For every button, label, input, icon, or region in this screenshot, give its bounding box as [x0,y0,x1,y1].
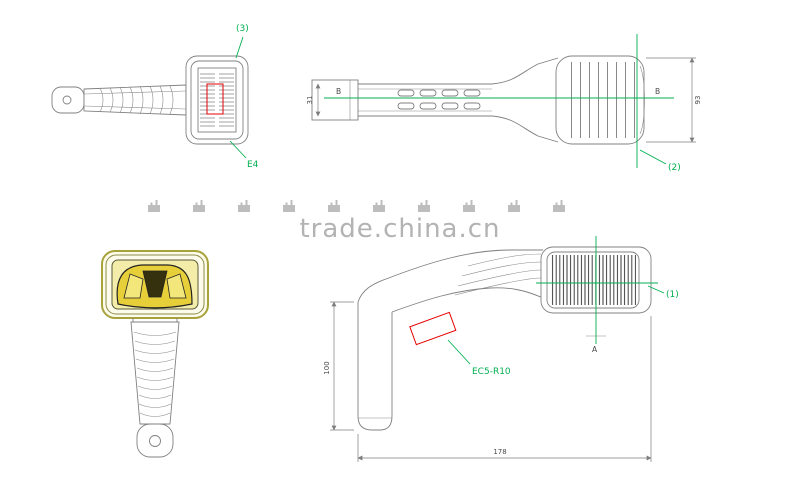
lens-hatch-right [219,72,234,128]
clamp-block [311,79,359,121]
watermark-icons [148,200,565,212]
handle-edge-lines [83,90,187,110]
watermark-building-icon [328,200,340,212]
clamp-dim-value: 31 [306,96,314,105]
watermark-building-icon [508,200,520,212]
handle-slots [397,89,481,110]
callout-3-leader [235,36,244,59]
part-code-leader [447,339,471,365]
head-flare [491,57,559,143]
callout-1-leader [647,285,665,294]
front-handle-ribs [133,331,177,417]
watermark-building-icon [463,200,475,212]
height-dim-extensions [330,301,354,431]
highlight-zone-red-group [409,311,457,346]
part-code-label: EC5-R10 [472,367,511,377]
lamp-head-bezel [190,60,244,140]
watermark-building-icon [373,200,385,212]
handle-ribs [99,85,174,115]
lamp-lens-frame [197,67,237,133]
highlight-zone-red [206,83,224,115]
head-rib-hatch [564,62,636,138]
section-b-right-label: B [655,87,660,96]
mount-eyelet [51,86,85,114]
arm-head-bezel [546,251,640,309]
front-head-bezel [105,254,205,315]
e4-leader [229,140,247,159]
reflector-center [142,270,168,298]
front-tip-hole [149,435,161,447]
height-dim-value: 100 [323,361,331,374]
head-end-arc [639,65,645,135]
section-a-label: A [592,345,598,354]
stalk-outline [357,302,393,431]
callout-3-label: (3) [236,24,249,34]
watermark-building-icon [148,200,160,212]
watermark-building-icon [238,200,250,212]
view-bottom-right: A (1) EC5-R10 100 178 [323,236,679,462]
view-top-left: (3) E4 [51,24,259,170]
watermark-text: trade.china.cn [299,214,500,244]
section-b-left-label: B [336,87,341,96]
handle-outline [83,84,187,116]
arm-top-edge [357,249,543,303]
e4-label: E4 [247,160,259,170]
watermark-building-icon [283,200,295,212]
view-top-right: B B 31 93 (2) [306,34,702,173]
length-dim-value: 178 [493,448,506,456]
callout-2-label: (2) [668,163,681,173]
neck-lines [132,318,178,322]
length-dim-extensions [357,316,652,462]
view-bottom-left [101,250,209,458]
front-handle-outline [130,321,180,425]
highlight-zone-red [409,311,457,346]
watermark: trade.china.cn [148,200,565,244]
arm-head-hatch [550,255,636,305]
head-dim-extensions [646,57,696,143]
watermark-building-icon [553,200,565,212]
handle-side-inner [358,88,492,112]
watermark-building-icon [193,200,205,212]
handle-side-outline [358,83,492,117]
eyelet-hole [62,95,72,105]
watermark-building-icon [418,200,430,212]
front-tip [136,423,174,458]
reflector-wing-left [123,273,144,299]
reflector-wing-right [166,273,187,299]
arm-bottom-edge [391,287,544,313]
callout-1-label: (1) [666,290,679,300]
head-dim-value: 93 [694,96,702,105]
arm-fan-lines [454,253,542,296]
lamp-head-outer [185,55,249,145]
callout-2-leader [639,149,667,165]
